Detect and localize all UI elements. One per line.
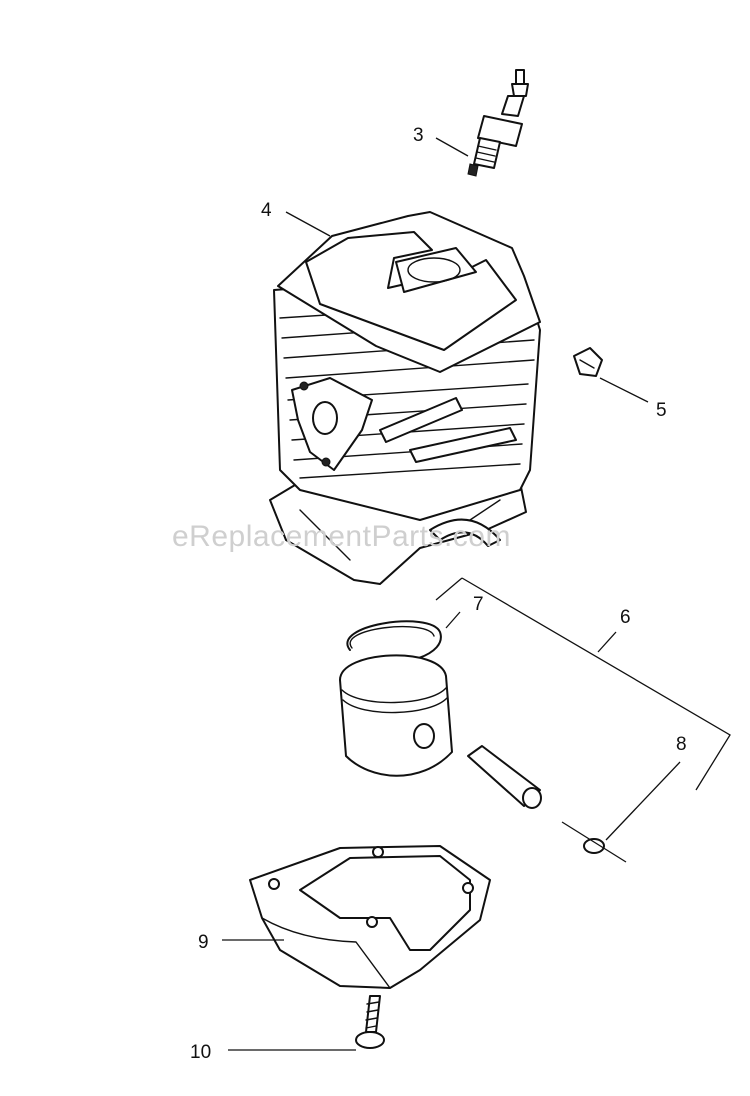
callout-4: 4 <box>261 200 272 221</box>
callout-5: 5 <box>656 400 667 421</box>
crankcase-half[interactable] <box>249 845 491 989</box>
spark-plug[interactable] <box>467 69 529 177</box>
callout-7: 7 <box>473 594 484 615</box>
callout-6: 6 <box>620 607 631 628</box>
callout-8: 8 <box>676 734 687 755</box>
callout-9: 9 <box>198 932 209 953</box>
callout-10: 10 <box>190 1042 211 1063</box>
watermark-text: eReplacementParts.com <box>172 520 511 553</box>
circlip[interactable] <box>583 838 605 854</box>
clip[interactable] <box>573 347 603 377</box>
piston[interactable] <box>339 654 453 777</box>
leader-lines <box>222 137 731 1051</box>
screw[interactable] <box>355 995 385 1049</box>
callout-3: 3 <box>413 125 424 146</box>
piston-pin[interactable] <box>467 745 542 809</box>
cylinder[interactable] <box>269 211 541 585</box>
